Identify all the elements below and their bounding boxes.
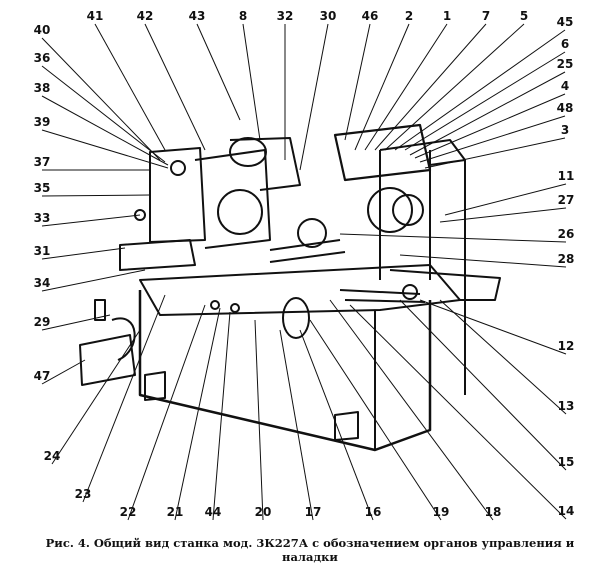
callout-label-31: 31 bbox=[34, 244, 51, 258]
leader-line-19 bbox=[309, 319, 442, 521]
leader-line-1 bbox=[364, 23, 448, 151]
callout-label-20: 20 bbox=[255, 505, 272, 519]
figure-caption: Рис. 4. Общий вид станка мод. 3К227А с о… bbox=[40, 536, 580, 564]
leader-line-24 bbox=[51, 329, 141, 465]
callout-label-17: 17 bbox=[305, 505, 322, 519]
leader-line-41 bbox=[94, 23, 166, 151]
callout-label-16: 16 bbox=[365, 505, 382, 519]
callout-label-14: 14 bbox=[558, 504, 575, 518]
leader-line-29 bbox=[41, 314, 111, 331]
callout-label-22: 22 bbox=[120, 505, 137, 519]
leader-line-15 bbox=[399, 299, 567, 471]
callout-label-4: 4 bbox=[561, 79, 569, 93]
leader-line-12 bbox=[419, 299, 567, 355]
leader-line-3 bbox=[424, 137, 566, 169]
leader-line-45 bbox=[394, 29, 566, 151]
callout-label-11: 11 bbox=[558, 169, 575, 183]
callout-label-37: 37 bbox=[34, 155, 51, 169]
leader-line-23 bbox=[82, 294, 166, 503]
leader-line-31 bbox=[41, 247, 126, 260]
leader-line-7 bbox=[374, 23, 487, 151]
callout-label-44: 44 bbox=[205, 505, 222, 519]
leader-line-4 bbox=[414, 93, 566, 159]
leader-line-44 bbox=[212, 311, 231, 521]
callout-label-26: 26 bbox=[558, 227, 575, 241]
leader-line-35 bbox=[41, 194, 151, 197]
callout-label-8: 8 bbox=[239, 9, 247, 23]
leader-line-28 bbox=[399, 254, 567, 268]
leader-line-25 bbox=[409, 71, 566, 156]
callout-label-42: 42 bbox=[137, 9, 154, 23]
callout-label-1: 1 bbox=[443, 9, 451, 23]
leader-line-21 bbox=[174, 307, 221, 521]
leader-line-34 bbox=[41, 269, 146, 292]
callout-label-5: 5 bbox=[520, 9, 528, 23]
callout-label-47: 47 bbox=[34, 369, 51, 383]
callout-label-7: 7 bbox=[482, 9, 490, 23]
leader-line-30 bbox=[299, 23, 329, 171]
leader-line-27 bbox=[439, 207, 567, 223]
callout-label-18: 18 bbox=[485, 505, 502, 519]
callout-label-19: 19 bbox=[433, 505, 450, 519]
callout-label-35: 35 bbox=[34, 181, 51, 195]
leader-line-33 bbox=[41, 214, 141, 227]
callout-label-28: 28 bbox=[558, 252, 575, 266]
leader-line-11 bbox=[444, 183, 567, 216]
callout-label-24: 24 bbox=[44, 449, 61, 463]
caption-line-2: наладки bbox=[282, 550, 338, 564]
callout-label-12: 12 bbox=[558, 339, 575, 353]
leader-line-39 bbox=[41, 129, 169, 169]
callout-label-34: 34 bbox=[34, 276, 51, 290]
leader-line-46 bbox=[344, 23, 371, 141]
leader-line-38 bbox=[41, 95, 169, 166]
callout-label-29: 29 bbox=[34, 315, 51, 329]
leader-line-17 bbox=[279, 329, 314, 521]
leader-lines bbox=[41, 23, 567, 521]
leader-line-14 bbox=[349, 304, 567, 520]
caption-line-1: Рис. 4. Общий вид станка мод. 3К227А с о… bbox=[45, 536, 575, 550]
callout-label-48: 48 bbox=[557, 101, 574, 115]
leader-line-48 bbox=[419, 115, 566, 163]
callout-label-13: 13 bbox=[558, 399, 575, 413]
leader-line-22 bbox=[127, 304, 206, 521]
callout-label-25: 25 bbox=[557, 57, 574, 71]
leader-line-47 bbox=[41, 359, 86, 385]
leader-line-40 bbox=[41, 37, 161, 161]
leader-line-18 bbox=[329, 299, 494, 521]
callout-label-41: 41 bbox=[87, 9, 104, 23]
callout-label-33: 33 bbox=[34, 211, 51, 225]
callout-label-15: 15 bbox=[558, 455, 575, 469]
callout-label-39: 39 bbox=[34, 115, 51, 129]
leader-line-16 bbox=[299, 329, 374, 521]
callout-label-43: 43 bbox=[189, 9, 206, 23]
callout-label-23: 23 bbox=[75, 487, 92, 501]
leader-line-20 bbox=[254, 319, 264, 521]
callout-label-45: 45 bbox=[557, 15, 574, 29]
callout-label-3: 3 bbox=[561, 123, 569, 137]
leader-line-6 bbox=[404, 51, 566, 151]
callout-label-40: 40 bbox=[34, 23, 51, 37]
leader-line-13 bbox=[439, 299, 567, 415]
leader-line-42 bbox=[144, 23, 206, 151]
machine-drawing bbox=[79, 123, 501, 452]
callout-label-46: 46 bbox=[362, 9, 379, 23]
leader-line-43 bbox=[196, 23, 241, 121]
leader-line-8 bbox=[242, 23, 261, 141]
leader-line-5 bbox=[384, 23, 525, 151]
callout-label-38: 38 bbox=[34, 81, 51, 95]
leader-line-36 bbox=[41, 65, 166, 163]
leader-line-2 bbox=[354, 23, 410, 151]
callout-label-30: 30 bbox=[320, 9, 337, 23]
callout-label-32: 32 bbox=[277, 9, 294, 23]
callout-label-27: 27 bbox=[558, 193, 575, 207]
callout-label-6: 6 bbox=[561, 37, 569, 51]
callout-label-2: 2 bbox=[405, 9, 413, 23]
leader-line-26 bbox=[339, 233, 567, 243]
callout-label-21: 21 bbox=[167, 505, 184, 519]
callout-label-36: 36 bbox=[34, 51, 51, 65]
